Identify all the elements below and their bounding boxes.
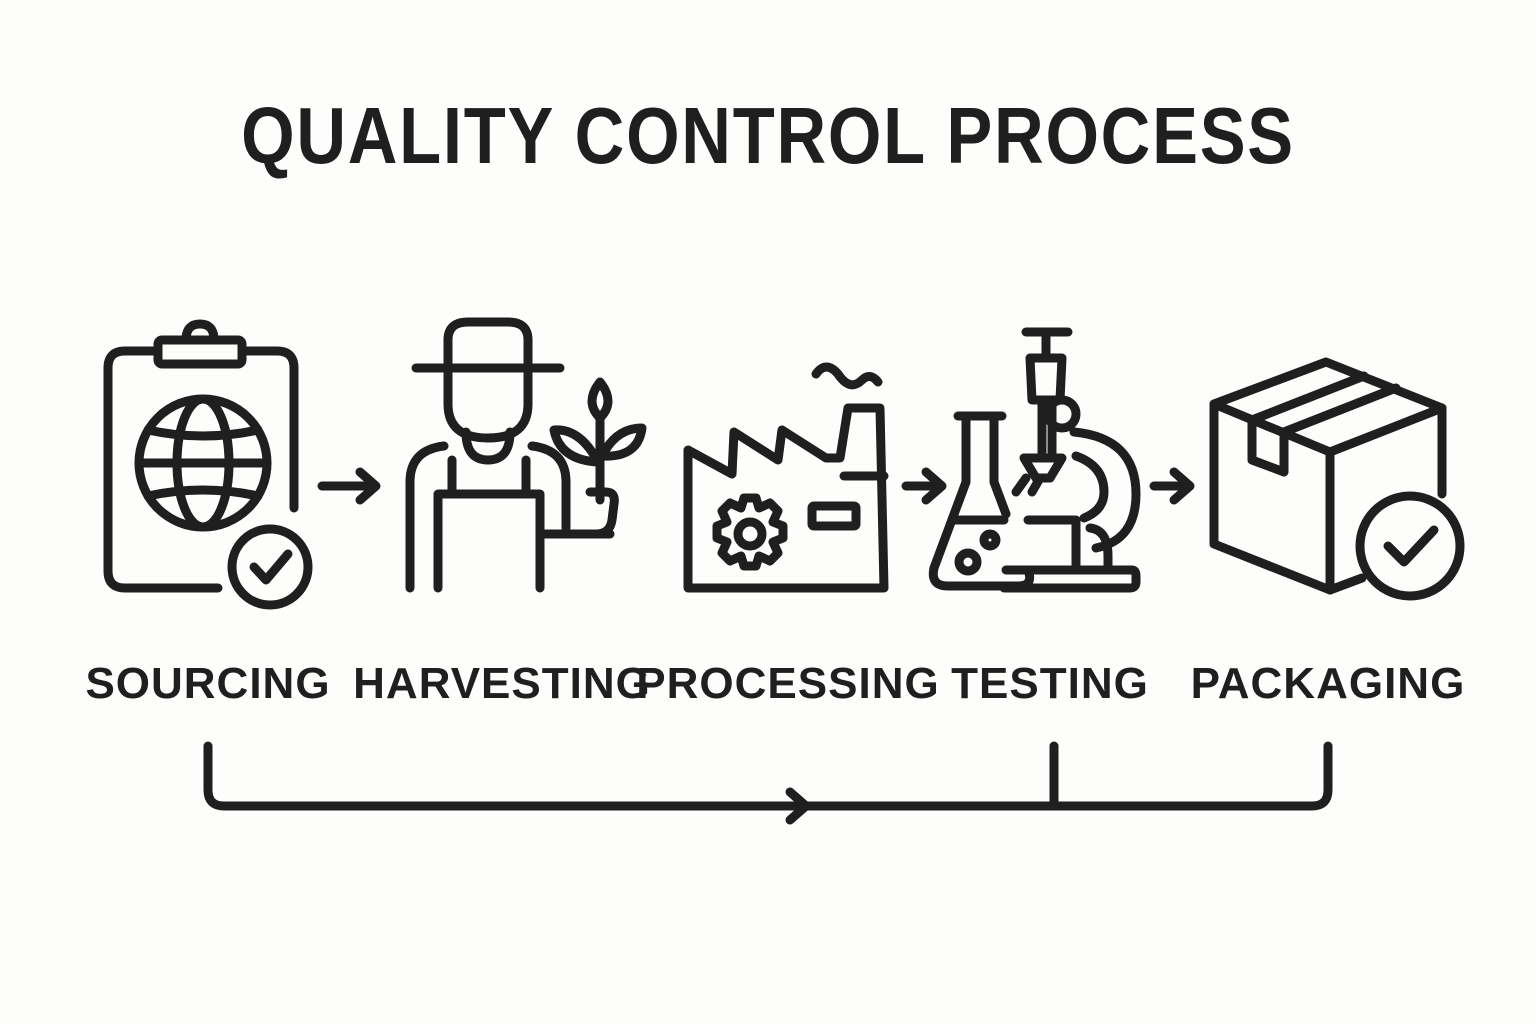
flask-microscope-icon [928,327,1141,593]
step-label-sourcing: SOURCING [85,659,330,708]
page-title: QUALITY CONTROL PROCESS [241,91,1295,180]
flow-arrow-4 [1149,467,1195,505]
step-label-processing: PROCESSING [636,659,939,708]
flow-arrow-3 [901,467,947,505]
feedback-loop-line [203,741,1333,825]
step-label-harvesting: HARVESTING [353,659,651,708]
flow-arrow-1 [317,467,381,505]
box-check-icon [1209,357,1465,601]
farmer-plant-icon [405,317,647,593]
step-label-testing: TESTING [951,659,1149,708]
clipboard-globe-check-icon [103,319,313,610]
factory-gear-icon [683,362,889,593]
step-label-packaging: PACKAGING [1191,659,1466,708]
